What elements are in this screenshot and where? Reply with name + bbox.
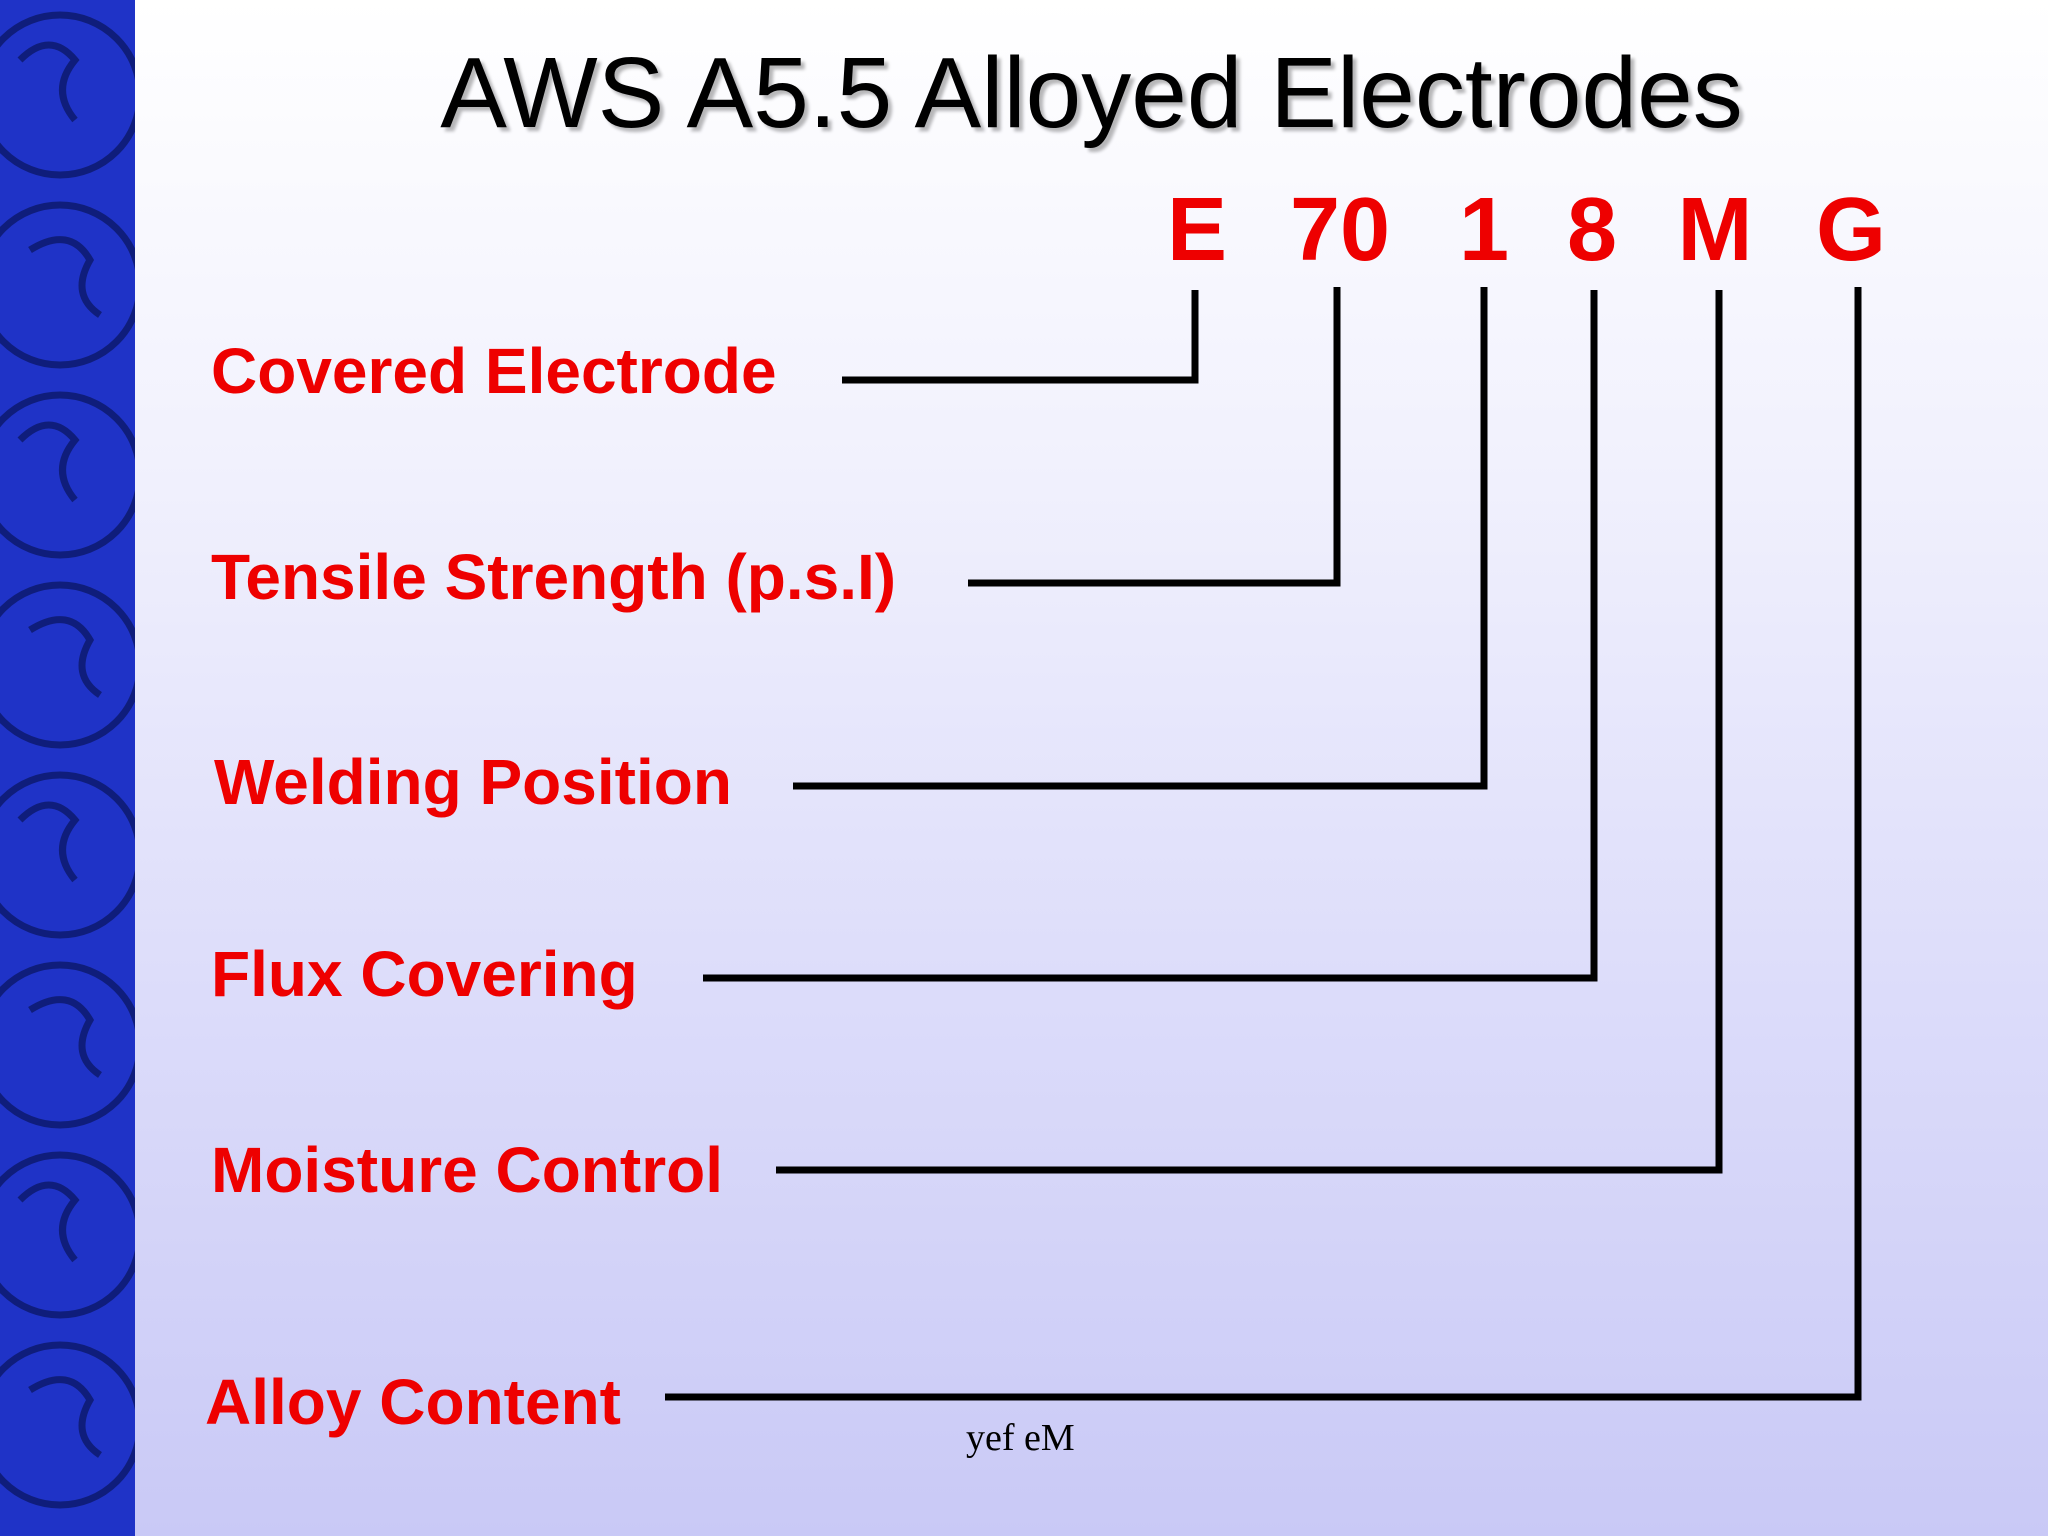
- connector-welding-position: [793, 287, 1488, 790]
- code-part-flux: 8: [1566, 180, 1618, 280]
- slide-title: AWS A5.5 Alloyed Electrodes: [440, 37, 1743, 149]
- label-tensile-strength: Tensile Strength (p.s.I): [211, 541, 897, 613]
- decorative-pattern: [0, 11, 135, 1509]
- code-part-moisture: M: [1677, 180, 1753, 280]
- label-welding-position: Welding Position: [214, 746, 732, 818]
- connector-tensile-strength: [968, 287, 1341, 587]
- label-flux-covering: Flux Covering: [211, 938, 638, 1010]
- code-part-alloy: G: [1815, 180, 1887, 280]
- decorative-side-strip: [0, 0, 135, 1536]
- label-covered-electrode: Covered Electrode: [211, 335, 777, 407]
- label-moisture-control: Moisture Control: [211, 1134, 723, 1206]
- code-part-position: 1: [1458, 180, 1510, 280]
- connector-covered-electrode: [842, 290, 1199, 384]
- connector-moisture-control: [776, 290, 1723, 1174]
- connector-flux-covering: [703, 290, 1598, 982]
- code-part-e: E: [1166, 180, 1228, 280]
- label-alloy-content: Alloy Content: [205, 1366, 621, 1438]
- code-part-tensile: 70: [1289, 180, 1391, 280]
- connector-alloy-content: [665, 287, 1862, 1401]
- footer-text: yef eM: [966, 1417, 1075, 1459]
